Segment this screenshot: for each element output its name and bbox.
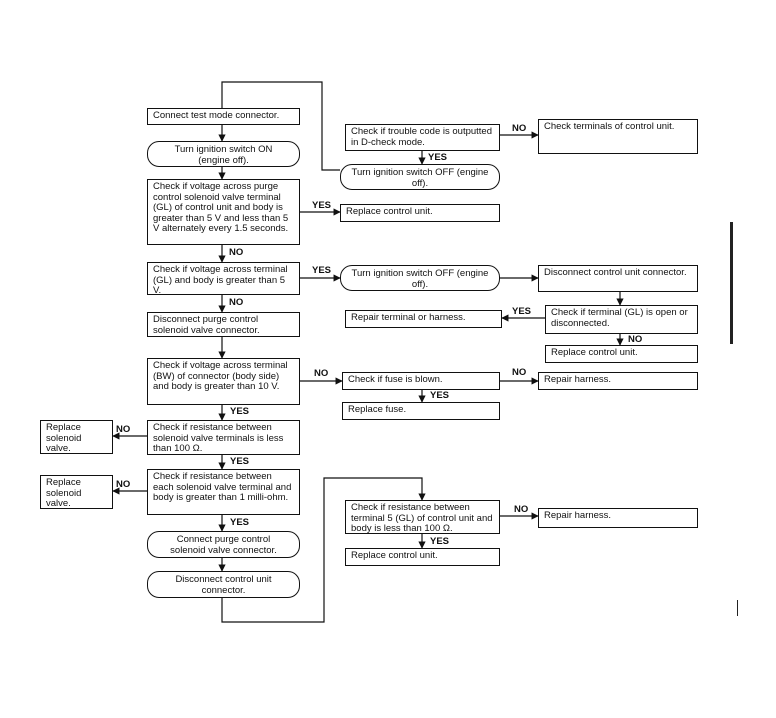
- box-disconnect-control-1: Disconnect control unit connector.: [147, 571, 300, 598]
- label-yes: YES: [230, 406, 250, 417]
- box-turn-off-1: Turn ignition switch OFF (engine off).: [340, 164, 500, 190]
- box-repair-terminal: Repair terminal or harness.: [345, 310, 502, 328]
- box-connect-purge: Connect purge control solenoid valve con…: [147, 531, 300, 558]
- label-no: NO: [512, 367, 527, 378]
- box-check-bw: Check if voltage across terminal (BW) of…: [147, 358, 300, 405]
- label-yes: YES: [230, 517, 250, 528]
- box-turn-off-2: Turn ignition switch OFF (engine off).: [340, 265, 500, 291]
- label-no: NO: [512, 123, 527, 134]
- bottom-connector: [221, 477, 426, 623]
- label-yes: YES: [312, 200, 332, 211]
- box-check-fuse: Check if fuse is blown.: [342, 372, 500, 390]
- label-yes: YES: [512, 306, 532, 317]
- box-replace-fuse: Replace fuse.: [342, 402, 500, 420]
- label-yes: YES: [312, 265, 332, 276]
- box-repair-harness-2: Repair harness.: [538, 508, 698, 528]
- label-yes: YES: [430, 390, 450, 401]
- box-connect-test-mode: Connect test mode connector.: [147, 108, 300, 125]
- box-replace-solenoid-1: Replace solenoid valve.: [40, 420, 113, 454]
- label-no: NO: [229, 247, 244, 258]
- label-yes: YES: [230, 456, 250, 467]
- box-check-resistance-body: Check if resistance between each solenoi…: [147, 469, 300, 515]
- box-check-resistance-100: Check if resistance between solenoid val…: [147, 420, 300, 455]
- box-replace-control-3: Replace control unit.: [345, 548, 500, 566]
- box-replace-solenoid-2: Replace solenoid valve.: [40, 475, 113, 509]
- box-check-terminals: Check terminals of control unit.: [538, 119, 698, 154]
- loop-line: [221, 81, 340, 171]
- label-no: NO: [229, 297, 244, 308]
- label-yes: YES: [428, 152, 448, 163]
- box-check-voltage-purge: Check if voltage across purge control so…: [147, 179, 300, 245]
- label-no: NO: [116, 424, 131, 435]
- box-check-gl-body: Check if voltage across terminal (GL) an…: [147, 262, 300, 296]
- box-replace-control-1: Replace control unit.: [340, 204, 500, 222]
- box-repair-harness-1: Repair harness.: [538, 372, 698, 390]
- margin-bar: [730, 222, 733, 344]
- label-no: NO: [314, 368, 329, 379]
- box-replace-control-2: Replace control unit.: [545, 345, 698, 363]
- label-no: NO: [116, 479, 131, 490]
- label-no: NO: [514, 504, 529, 515]
- box-check-terminal5: Check if resistance between terminal 5 (…: [345, 500, 500, 534]
- box-turn-on: Turn ignition switch ON (engine off).: [147, 141, 300, 167]
- label-yes: YES: [430, 536, 450, 547]
- margin-tick: [737, 600, 738, 616]
- box-check-trouble-code: Check if trouble code is outputted in D-…: [345, 124, 500, 151]
- box-disconnect-control-2: Disconnect control unit connector.: [538, 265, 698, 292]
- label-no: NO: [628, 334, 643, 345]
- box-disconnect-purge: Disconnect purge control solenoid valve …: [147, 312, 300, 337]
- box-check-open: Check if terminal (GL) is open or discon…: [545, 305, 698, 334]
